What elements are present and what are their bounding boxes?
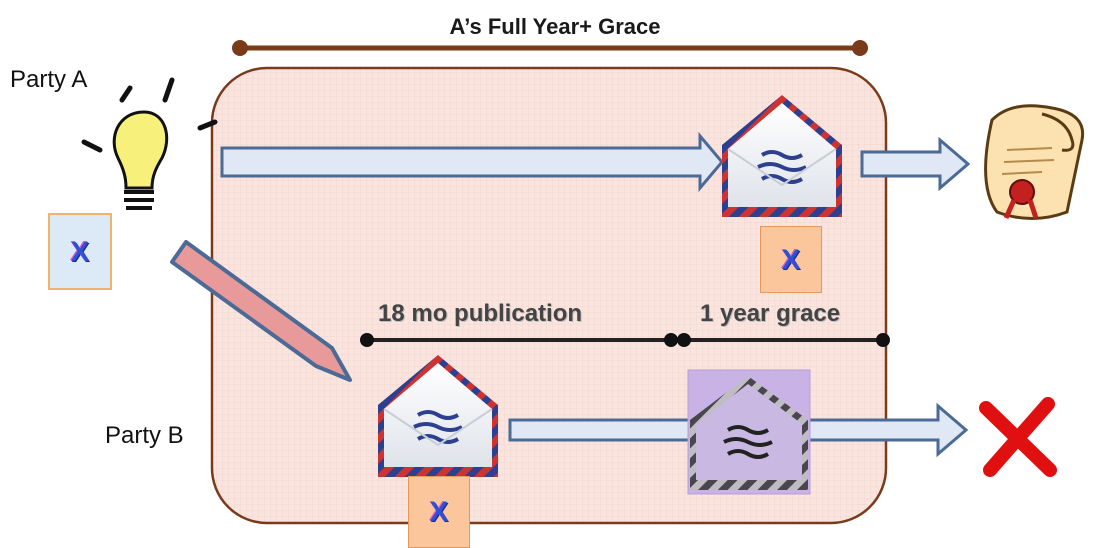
x-mark: X xyxy=(429,496,449,527)
grace-title: A’s Full Year+ Grace xyxy=(449,14,661,39)
x-box-party-a: X xyxy=(48,213,112,290)
x-box-party-a-filing: X xyxy=(760,226,822,293)
party-b-label: Party B xyxy=(105,422,184,449)
patent-arrow xyxy=(860,136,971,192)
envelope-icon xyxy=(722,95,842,217)
x-mark: X xyxy=(70,235,90,267)
purple-envelope-icon xyxy=(687,369,811,495)
party-a-arrow xyxy=(220,131,724,193)
red-x-icon xyxy=(979,397,1057,477)
envelope-icon xyxy=(378,355,498,477)
party-b-diagonal-arrow xyxy=(170,240,352,382)
publication-label: 18 mo publication xyxy=(378,300,583,327)
certificate-scroll-icon xyxy=(984,104,1085,220)
grace-bar xyxy=(232,40,868,56)
light-bulb-icon xyxy=(81,77,218,210)
grace-period-label: 1 year grace xyxy=(700,300,841,327)
party-a-label: Party A xyxy=(10,66,88,93)
x-box-party-b: X xyxy=(408,476,470,548)
x-mark: X xyxy=(781,243,801,275)
publication-timeline xyxy=(360,333,890,347)
